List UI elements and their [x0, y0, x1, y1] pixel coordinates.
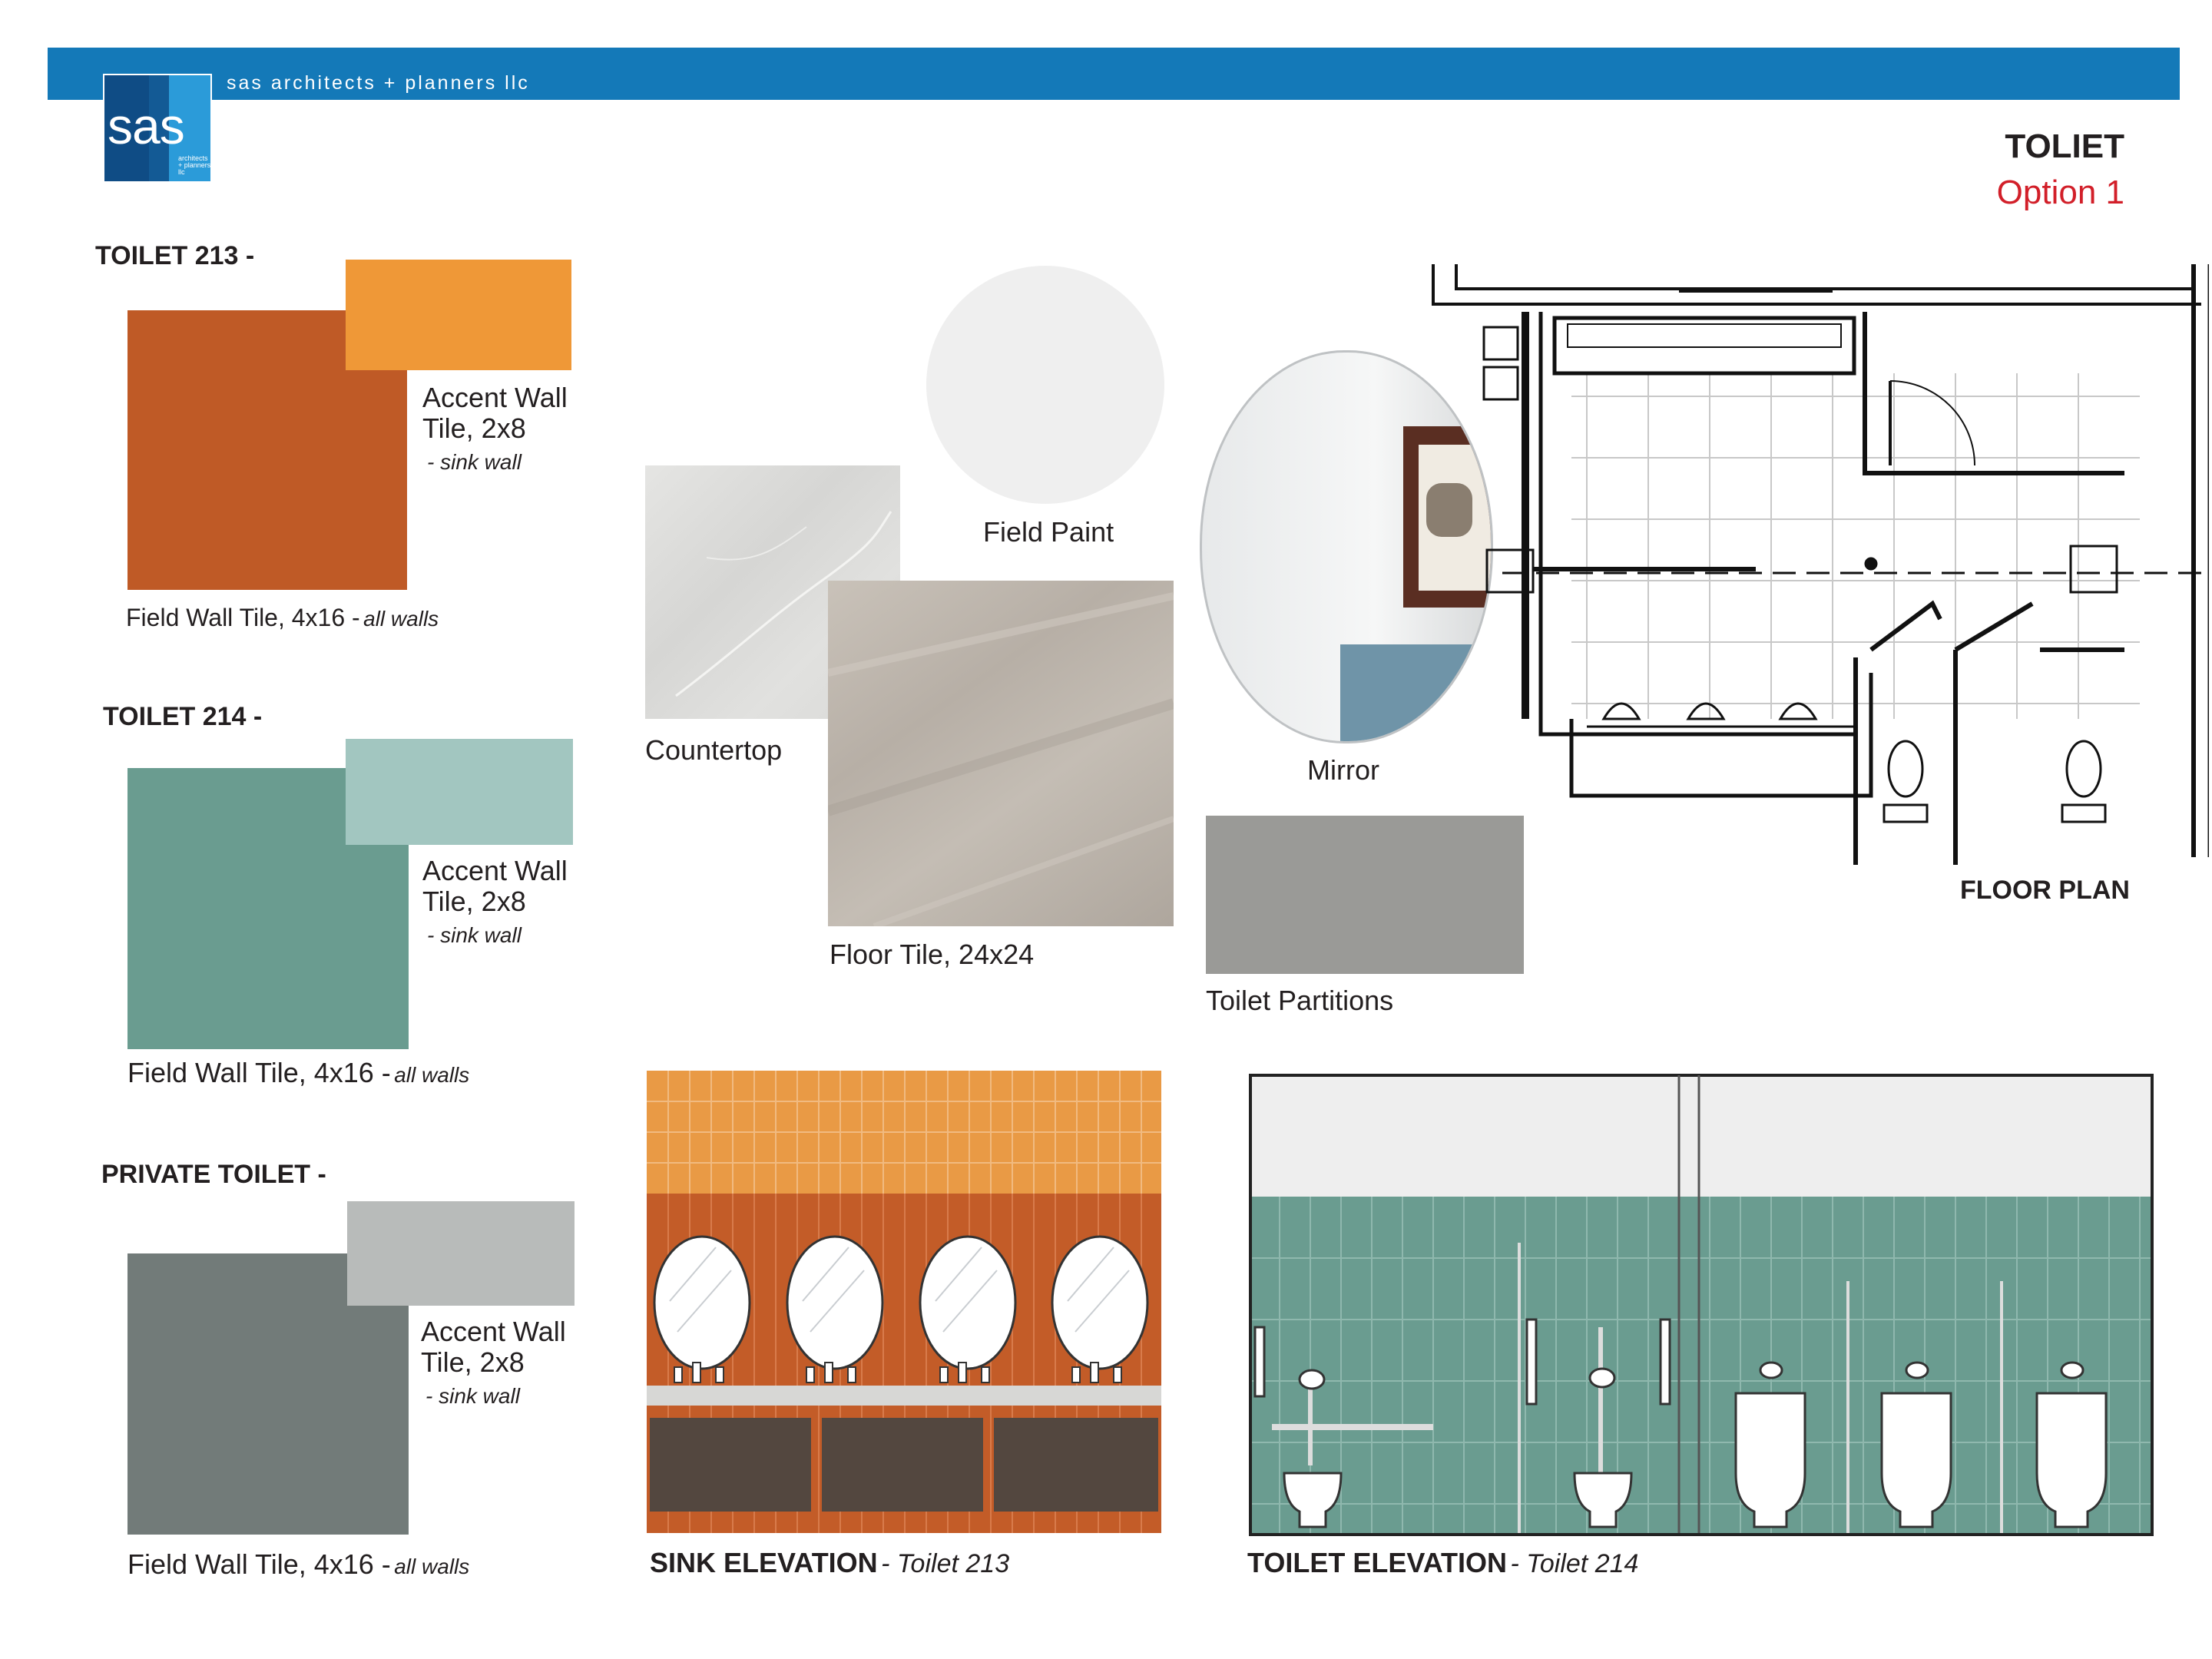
toilet-partitions-label: Toilet Partitions [1206, 985, 1394, 1016]
scheme-field-label: Field Wall Tile, 4x16 - all walls [127, 1548, 470, 1580]
floor-plan-label: FLOOR PLAN [1960, 876, 2130, 905]
toilet-elevation-drawing [1249, 1074, 2154, 1536]
floor-tile-texture [828, 592, 1174, 926]
scheme-accent-note: - sink wall [427, 450, 522, 474]
swatch-field-paint [926, 266, 1164, 504]
scheme-heading-toilet-214: TOILET 214 - [103, 702, 263, 731]
scheme-heading-private-toilet: PRIVATE TOILET - [101, 1160, 326, 1189]
page-title: TOLIET [2005, 127, 2124, 165]
mirror-label: Mirror [1307, 754, 1379, 786]
scheme-heading-toilet-213: TOILET 213 - [95, 241, 255, 270]
scheme-accent-note: - sink wall [426, 1384, 520, 1408]
swatch-mirror [1200, 350, 1493, 743]
sink-elevation-label: SINK ELEVATION - Toilet 213 [650, 1547, 1010, 1578]
logo-text: sas [108, 98, 185, 154]
page-subtitle: Option 1 [1996, 174, 2124, 211]
swatch-toilet-214-accent-tile [346, 739, 573, 845]
logo-subtext: architects + planners llc [178, 154, 211, 176]
firm-name: sas architects + planners llc [227, 72, 530, 94]
floor-plan-drawing [1432, 264, 2209, 865]
swatch-toilet-partitions [1206, 816, 1524, 974]
countertop-label: Countertop [645, 734, 783, 766]
countertop-veining [675, 511, 892, 697]
field-paint-label: Field Paint [983, 516, 1114, 548]
firm-logo: sas architects + planners llc [103, 74, 212, 183]
sink-elevation-drawing [647, 1071, 1161, 1533]
scheme-field-label: Field Wall Tile, 4x16 - all walls [127, 1057, 470, 1088]
swatch-private-toilet-accent-tile [347, 1201, 575, 1306]
swatch-floor-tile [828, 581, 1174, 926]
floor-tile-label: Floor Tile, 24x24 [830, 939, 1035, 970]
scheme-accent-note: - sink wall [427, 923, 522, 947]
scheme-field-label: Field Wall Tile, 4x16 - all walls [126, 604, 439, 631]
toilet-elevation-label: TOILET ELEVATION - Toilet 214 [1247, 1547, 1639, 1578]
header-banner [48, 48, 2180, 100]
swatch-toilet-213-accent-tile [346, 260, 571, 370]
